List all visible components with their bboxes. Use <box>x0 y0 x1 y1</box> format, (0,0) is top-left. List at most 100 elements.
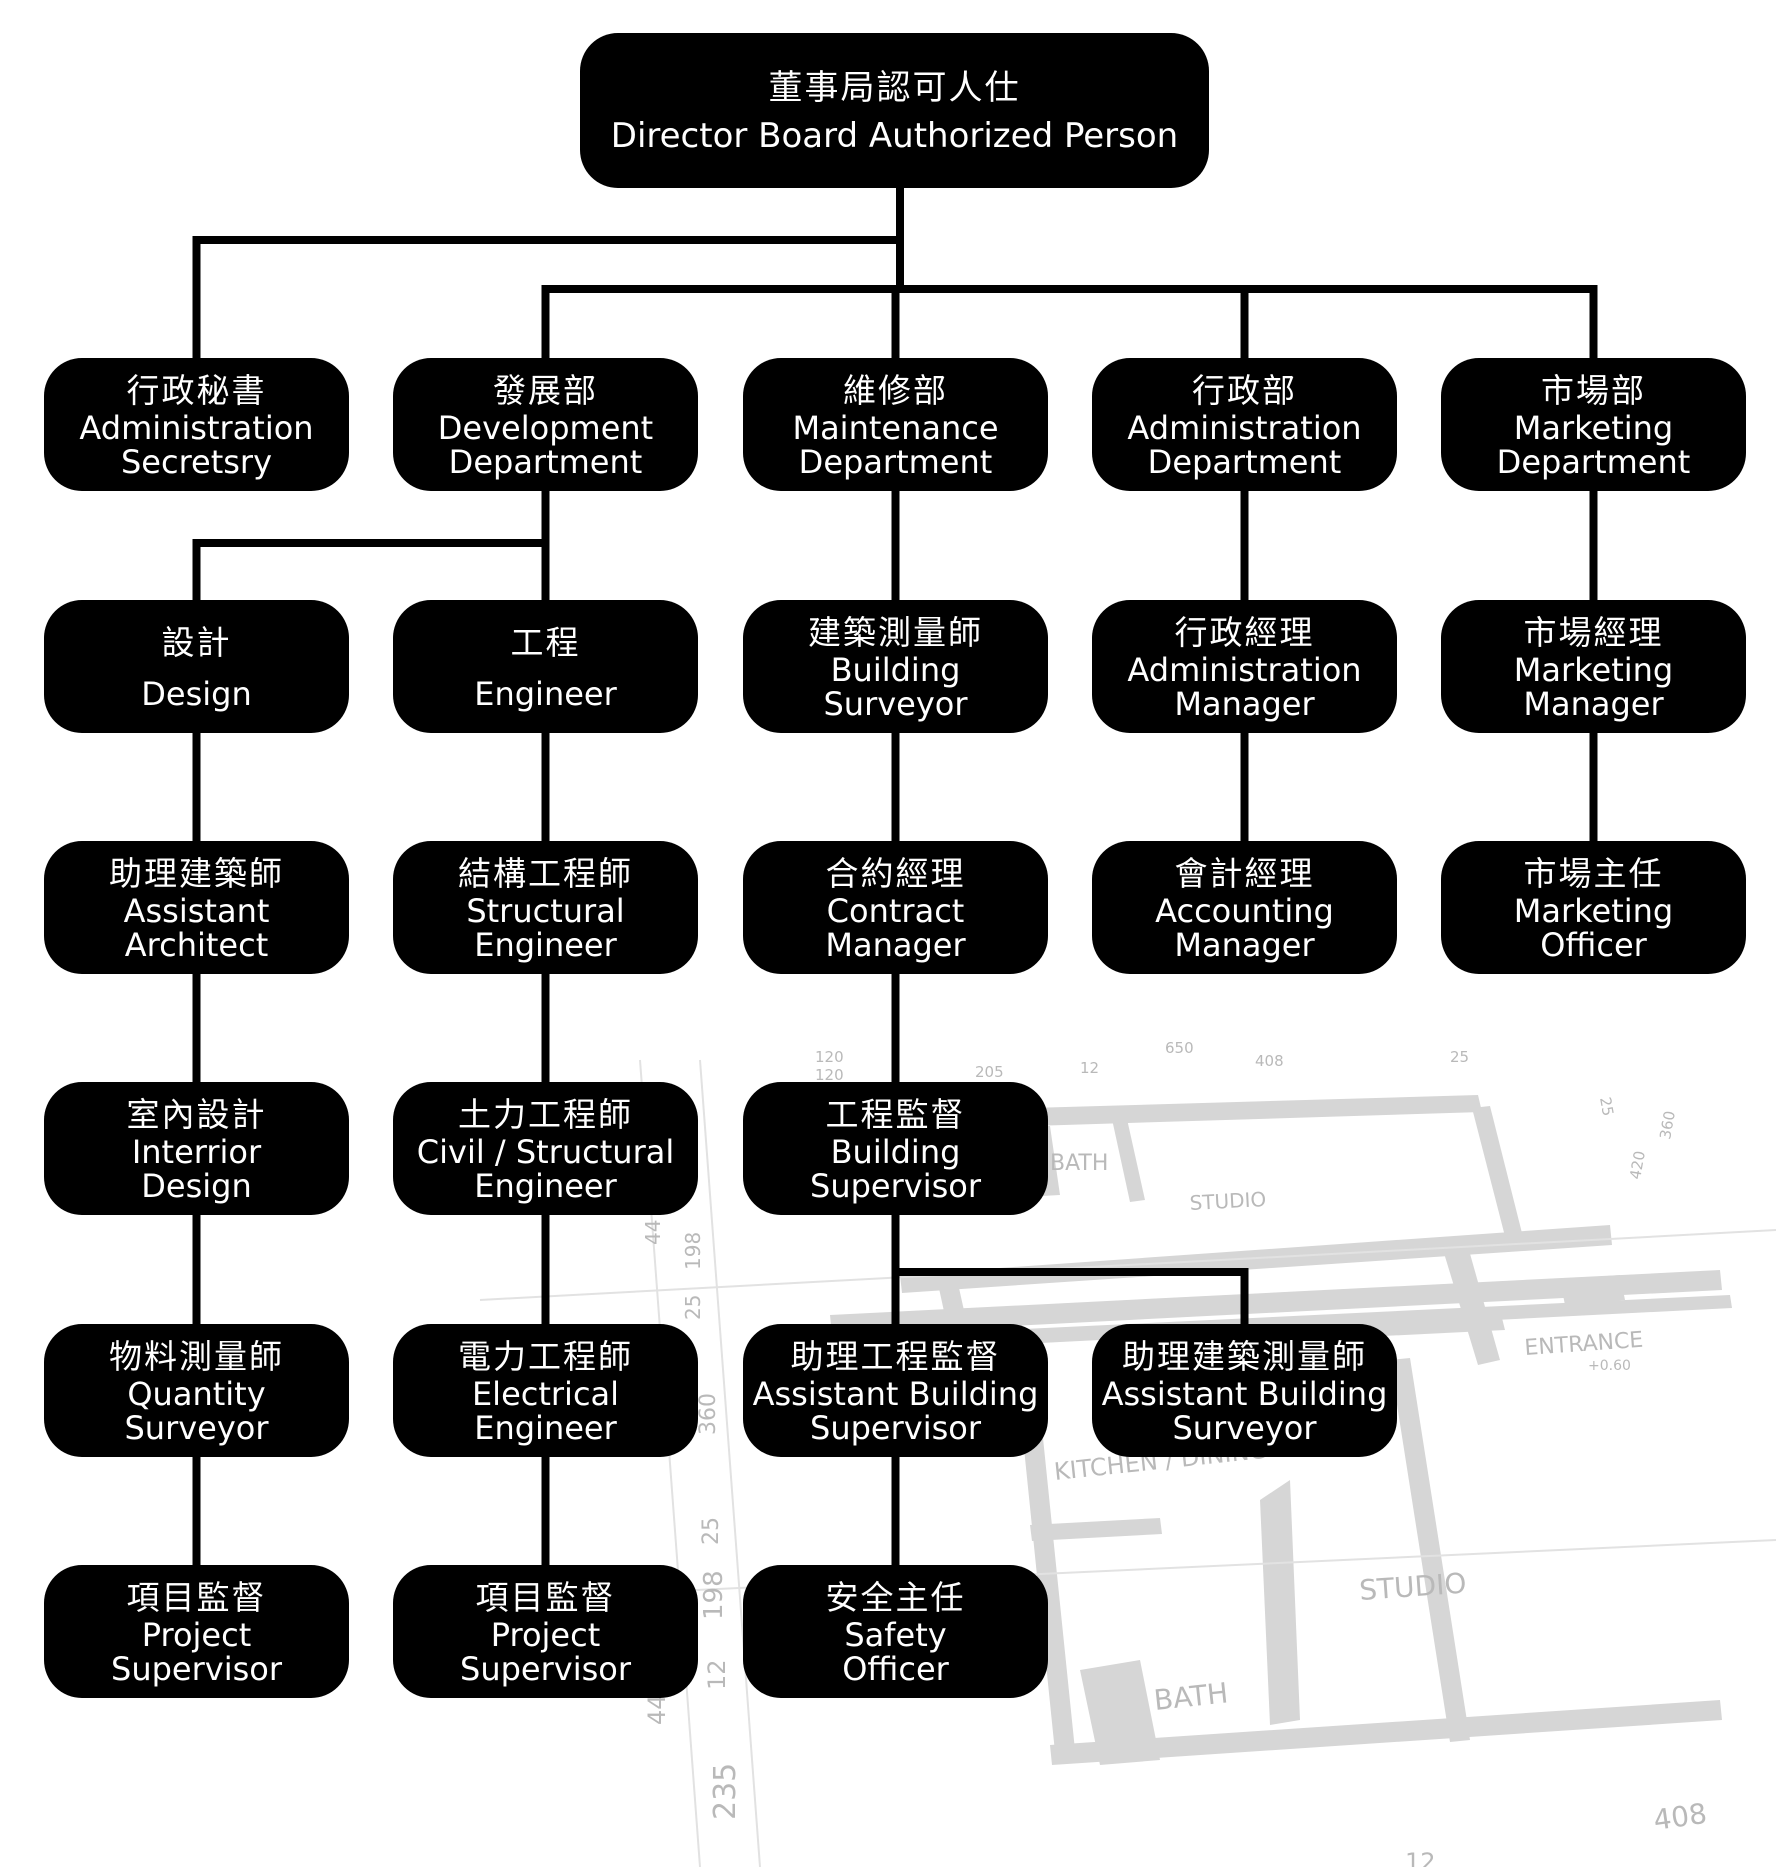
node-title-zh: 發展部 <box>493 370 598 410</box>
node-title-zh: 工程監督 <box>825 1094 966 1134</box>
node-title-en: Director Board Authorized Person <box>610 115 1179 156</box>
node-title-en: Assistant Building <box>752 1374 1039 1413</box>
plan-dimension: 235 <box>708 1763 743 1820</box>
node-title-en: Engineer <box>474 1408 617 1447</box>
plan-label: +0.60 <box>1588 1358 1631 1374</box>
plan-dimension: 650 <box>1165 1039 1194 1057</box>
node-title-en: Marketing <box>1513 891 1674 930</box>
plan-dimension: 120 <box>815 1048 844 1066</box>
node-title-zh: 結構工程師 <box>458 853 633 893</box>
plan-dimension: 205 <box>975 1063 1004 1081</box>
node-title-en: Manager <box>825 925 966 964</box>
node-title-en: Design <box>141 674 252 713</box>
node-title-en: Civil / Structural <box>416 1132 675 1171</box>
node-title-zh: 合約經理 <box>825 853 966 893</box>
node-title-en: Administration <box>1127 650 1362 689</box>
node-title-zh: 助理建築師 <box>109 853 284 893</box>
node-title-en: Engineer <box>474 925 617 964</box>
node-title-en: Supervisor <box>810 1408 981 1447</box>
plan-dimension: 44 <box>641 1220 665 1245</box>
node-title-en: Manager <box>1523 684 1664 723</box>
node-title-en: Architect <box>124 925 269 964</box>
floor-plan-dimensions: 120 120 205 12 650 408 25 25 360 420 198… <box>641 1039 1709 1867</box>
node-title-zh: 物料測量師 <box>109 1336 284 1376</box>
node-title-en: Department <box>448 442 643 481</box>
node-title-en: Accounting <box>1155 891 1334 930</box>
node-title-en: Administration <box>79 408 314 447</box>
node-title-zh: 行政經理 <box>1174 612 1315 652</box>
node-title-zh: 市場部 <box>1541 370 1646 410</box>
node-title-en: Assistant <box>123 891 270 930</box>
node-title-en: Officer <box>1540 925 1647 964</box>
plan-dimension: 12 <box>703 1659 731 1690</box>
node-title-zh: 工程 <box>510 622 581 662</box>
node-title-zh: 項目監督 <box>475 1577 616 1617</box>
plan-dimension: 44 <box>643 1694 671 1725</box>
node-title-en: Design <box>141 1166 252 1205</box>
node-title-en: Development <box>437 408 654 447</box>
node-title-zh: 建築測量師 <box>808 612 983 652</box>
node-title-en: Department <box>1147 442 1342 481</box>
plan-dimension: 408 <box>1255 1052 1284 1070</box>
node-title-en: Marketing <box>1513 408 1674 447</box>
node-title-zh: 行政秘書 <box>126 370 267 410</box>
node-title-en: Marketing <box>1513 650 1674 689</box>
node-title-zh: 項目監督 <box>126 1577 267 1617</box>
plan-dimension: 25 <box>1596 1096 1617 1118</box>
node-title-en: Surveyor <box>1172 1408 1317 1447</box>
plan-dimension: 120 <box>815 1066 844 1084</box>
node-title-zh: 董事局認可人仕 <box>768 67 1021 108</box>
plan-dimension: 12 <box>1405 1848 1436 1867</box>
node-title-en: Project <box>490 1615 601 1654</box>
plan-dimension: 360 <box>696 1393 721 1435</box>
plan-dimension: 25 <box>1450 1048 1469 1066</box>
plan-label: STUDIO <box>1358 1567 1467 1607</box>
node-title-en: Engineer <box>474 674 617 713</box>
plan-label: STUDIO <box>1189 1187 1267 1215</box>
plan-label: BATH <box>1152 1676 1229 1717</box>
node-title-en: Manager <box>1174 684 1315 723</box>
node-title-zh: 室內設計 <box>126 1094 267 1134</box>
org-node-root: 董事局認可人仕 Director Board Authorized Person <box>580 33 1209 188</box>
node-title-zh: 土力工程師 <box>458 1094 633 1134</box>
node-title-en: Engineer <box>474 1166 617 1205</box>
node-title-en: Surveyor <box>823 684 968 723</box>
node-title-en: Safety <box>844 1615 947 1654</box>
node-title-zh: 會計經理 <box>1174 853 1315 893</box>
plan-dimension: 25 <box>699 1517 724 1545</box>
plan-dimension: 408 <box>1651 1797 1709 1837</box>
node-title-en: Project <box>141 1615 252 1654</box>
node-title-en: Supervisor <box>810 1166 981 1205</box>
plan-dimension: 12 <box>1080 1059 1099 1077</box>
node-title-zh: 行政部 <box>1192 370 1297 410</box>
node-title-en: Department <box>798 442 993 481</box>
plan-dimension: 198 <box>699 1570 729 1620</box>
node-title-zh: 助理建築測量師 <box>1122 1336 1367 1376</box>
node-title-en: Administration <box>1127 408 1362 447</box>
node-title-zh: 市場主任 <box>1523 853 1664 893</box>
node-title-en: Electrical <box>471 1374 620 1413</box>
node-title-en: Quantity <box>127 1374 266 1413</box>
node-title-zh: 電力工程師 <box>458 1336 633 1376</box>
node-title-en: Building <box>830 650 961 689</box>
node-title-en: Manager <box>1174 925 1315 964</box>
node-title-en: Supervisor <box>460 1649 631 1688</box>
